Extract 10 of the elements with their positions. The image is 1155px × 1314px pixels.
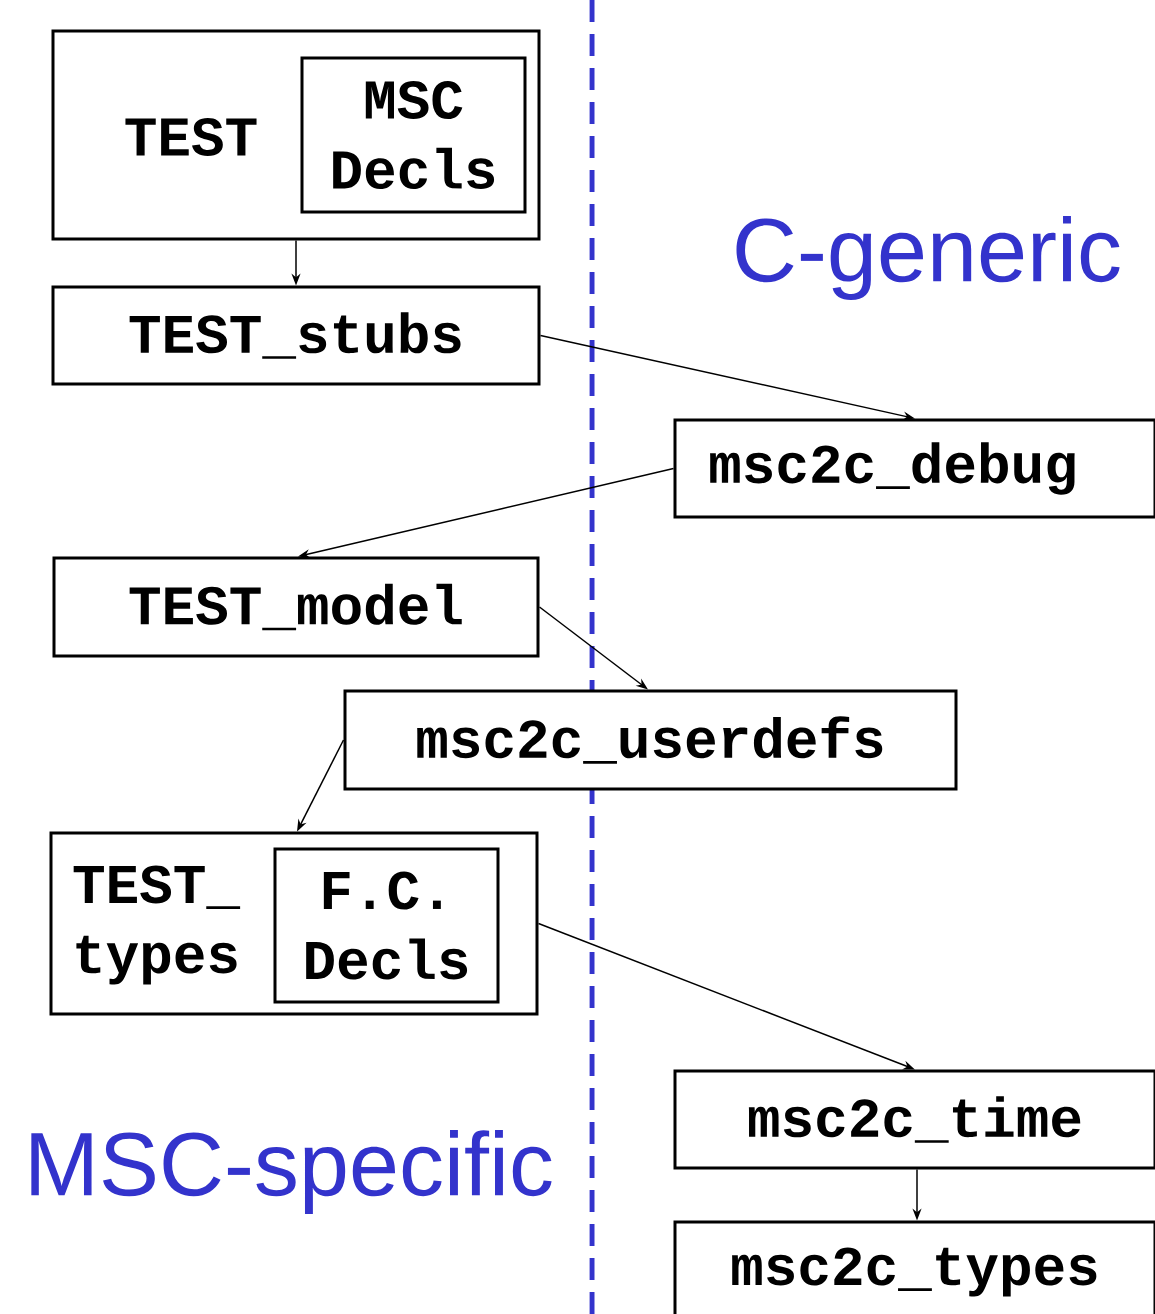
process-box: msc2c_userdefs <box>343 689 958 791</box>
inner-box: MSC Decls <box>300 56 527 214</box>
region-label: MSC-specific <box>31 1130 552 1214</box>
process-box: msc2c_types <box>673 1220 1155 1314</box>
process-box: msc2c_time <box>673 1069 1155 1170</box>
process-box: TEST_model <box>52 556 540 658</box>
region-label: C-generic <box>736 216 1120 300</box>
inner-box: F.C. Decls <box>273 847 500 1004</box>
process-box: TEST_stubs <box>51 285 541 386</box>
process-box: msc2c_debug <box>673 418 1155 519</box>
